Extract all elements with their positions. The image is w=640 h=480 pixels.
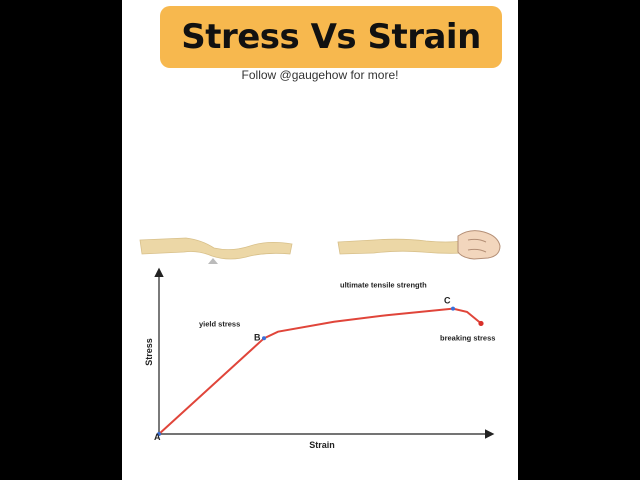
point-annotation: ultimate tensile strength — [340, 281, 427, 290]
pointer-triangle — [208, 258, 218, 264]
curve-point — [478, 320, 484, 327]
page-title: Stress Vs Strain — [181, 17, 481, 57]
hand-icon — [457, 230, 501, 260]
y-axis-label: Stress — [144, 338, 154, 366]
content-frame: Stress Vs Strain Follow @gaugehow for mo… — [122, 0, 518, 480]
follow-subtitle: Follow @gaugehow for more! — [241, 68, 399, 82]
title-banner: Stress Vs Strain — [160, 6, 502, 68]
specimen-bar-left — [139, 237, 293, 260]
curve-point — [157, 432, 161, 436]
stress-strain-curve — [158, 307, 482, 435]
specimen-illustration — [139, 230, 501, 264]
point-annotation: breaking stress — [440, 333, 495, 342]
point-name-label: C — [444, 296, 451, 306]
point-name-label: B — [254, 332, 261, 342]
point-annotation: yield stress — [199, 319, 240, 328]
point-name-label: A — [154, 432, 161, 442]
curve-point — [451, 306, 455, 311]
specimen-bar-right — [337, 238, 465, 255]
curve-point — [262, 336, 266, 341]
x-axis-label: Strain — [309, 440, 335, 450]
